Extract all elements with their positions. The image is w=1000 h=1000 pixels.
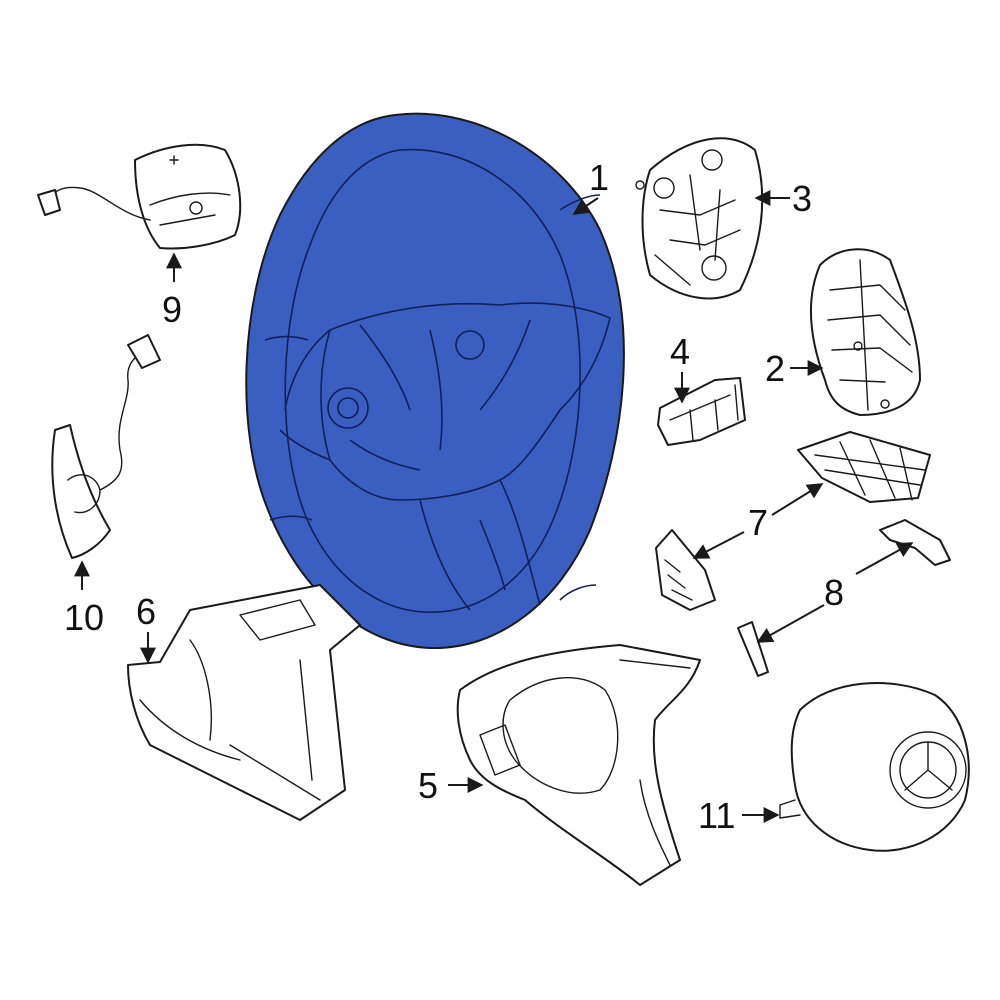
switch-panel-lower-body xyxy=(655,529,716,611)
steering-wheel-boss-left-inner xyxy=(337,397,359,419)
callout-5: 5 xyxy=(418,765,438,806)
switch-module-knob xyxy=(189,201,203,215)
housing-hole-2 xyxy=(880,399,890,409)
callout-9: 9 xyxy=(162,289,182,330)
leader-7b xyxy=(692,531,745,559)
mounting-plate-hole-1 xyxy=(701,149,723,171)
switch-module-housing xyxy=(134,143,242,250)
leader-7a xyxy=(771,483,824,516)
paddle-shifter-connector xyxy=(127,334,161,369)
steering-wheel-left-spoke xyxy=(279,329,331,461)
bracket-body xyxy=(657,377,746,446)
leader-lines xyxy=(74,190,914,823)
part-3-mounting-plate[interactable] xyxy=(635,137,764,300)
mounting-plate-stud xyxy=(635,180,645,190)
part-5-trim-cover[interactable] xyxy=(456,644,701,886)
part-9-switch-module[interactable] xyxy=(37,143,242,250)
part-10-paddle-shifter[interactable] xyxy=(51,334,161,559)
bracket-details xyxy=(669,384,739,441)
part-11-airbag-module[interactable] xyxy=(779,682,970,852)
leader-1 xyxy=(572,197,599,215)
part-1-steering-wheel[interactable] xyxy=(245,112,625,650)
callout-3: 3 xyxy=(792,178,812,219)
lower-cover-recess xyxy=(239,599,316,641)
lower-cover-edge-lines xyxy=(139,639,321,801)
steering-wheel-hub xyxy=(320,302,611,501)
callout-8: 8 xyxy=(824,572,844,613)
switch-module-cross xyxy=(169,155,179,165)
callout-11: 11 xyxy=(698,795,735,836)
trim-cover-body xyxy=(456,644,701,886)
paddle-shifter-body xyxy=(51,424,111,559)
leader-8b xyxy=(756,604,825,643)
part-2-housing[interactable] xyxy=(809,248,921,416)
trim-clip-lower-body xyxy=(737,621,769,677)
callout-2: 2 xyxy=(765,348,785,389)
steering-wheel-rim xyxy=(245,112,625,650)
airbag-connector xyxy=(779,799,801,819)
part-4-bracket[interactable] xyxy=(657,377,746,446)
callout-4: 4 xyxy=(670,331,690,372)
part-8-trim-clip-lower[interactable] xyxy=(737,621,769,677)
callout-labels: 1 2 3 4 5 6 7 8 9 10 11 xyxy=(64,157,844,836)
airbag-emblem-ring xyxy=(889,731,967,809)
part-7-switch-panel-upper[interactable] xyxy=(797,431,931,503)
callout-10: 10 xyxy=(64,597,104,638)
mounting-plate-hole-3 xyxy=(701,255,727,281)
part-6-lower-cover[interactable] xyxy=(127,584,361,821)
housing-hole-1 xyxy=(853,341,863,351)
callout-1: 1 xyxy=(589,157,609,198)
part-7-switch-panel-lower[interactable] xyxy=(655,529,716,611)
switch-module-connector xyxy=(37,189,61,216)
mounting-plate-body xyxy=(641,137,764,300)
paddle-shifter-wire xyxy=(99,351,146,491)
switch-module-wire xyxy=(49,186,151,221)
mounting-plate-hole-2 xyxy=(653,177,675,199)
leader-8a xyxy=(855,542,914,575)
lower-cover-body xyxy=(127,584,361,821)
switch-panel-lower-buttons xyxy=(664,559,693,601)
switch-panel-upper-grid xyxy=(814,439,926,501)
steering-wheel-boss-left xyxy=(327,387,369,429)
housing-ribs xyxy=(827,259,913,411)
trim-clip-upper-body xyxy=(879,519,951,566)
switch-module-face xyxy=(149,192,231,226)
switch-panel-upper-body xyxy=(797,431,931,503)
steering-wheel-boss-right xyxy=(455,330,485,360)
trim-cover-arm-edge xyxy=(619,659,691,866)
steering-wheel-lower-spoke xyxy=(419,479,541,611)
housing-body xyxy=(809,248,921,416)
steering-wheel-rim-seams xyxy=(264,194,601,601)
steering-wheel-inner-ring xyxy=(284,148,581,613)
trim-cover-switch-pocket xyxy=(479,724,521,776)
airbag-body xyxy=(790,682,970,852)
airbag-star-logo xyxy=(904,741,953,791)
part-8-trim-clip-upper[interactable] xyxy=(879,519,951,566)
callout-7: 7 xyxy=(748,502,768,543)
mounting-plate-ribs xyxy=(654,174,741,286)
callout-6: 6 xyxy=(136,591,156,632)
steering-wheel-spoke-lines xyxy=(349,319,531,591)
trim-cover-inner-opening xyxy=(502,677,619,794)
